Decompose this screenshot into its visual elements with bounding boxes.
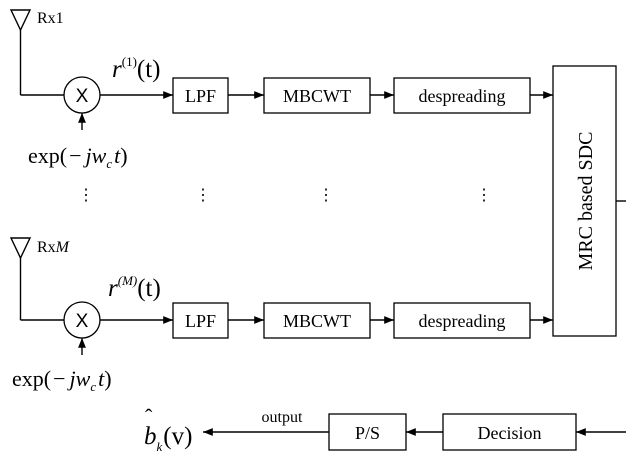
- lpf-m-label: LPF: [185, 311, 216, 331]
- mixer-1-symbol: X: [76, 86, 89, 107]
- antenna-m-icon: [9, 237, 64, 321]
- mixer-m: X: [63, 301, 101, 339]
- mbcwt-1-box: [263, 77, 371, 114]
- signal-1-label: r(1)(t): [112, 54, 161, 83]
- ellipsis-lpf: ⋮: [195, 187, 211, 204]
- signal-m-label: r(M)(t): [108, 273, 161, 302]
- oscillator-1-label: exp(−jwct): [28, 143, 128, 171]
- antenna-m-label: RxM: [37, 239, 71, 256]
- despreading-m-box: [393, 302, 531, 339]
- output-label: output: [262, 409, 303, 426]
- mixer-1: X: [63, 76, 101, 114]
- despreading-1-label: despreading: [419, 86, 506, 106]
- ellipsis-mbcwt: ⋮: [318, 187, 334, 204]
- lpf-1-label: LPF: [185, 86, 216, 106]
- lpf-m-box: [172, 302, 229, 339]
- mixer-m-symbol: X: [76, 311, 89, 332]
- ps-label: P/S: [355, 423, 380, 443]
- output-hat-icon: ˆ: [145, 404, 153, 429]
- despreading-1-box: [393, 77, 531, 114]
- mrc-sdc-label: MRC based SDC: [575, 132, 597, 271]
- oscillator-m-label: exp(−jwct): [12, 366, 112, 394]
- ellipsis-antenna: ⋮: [78, 187, 94, 204]
- mbcwt-1-label: MBCWT: [283, 86, 351, 106]
- mrc-sdc-box: [552, 65, 617, 337]
- ps-box: [328, 413, 407, 451]
- ellipsis-despreading: ⋮: [476, 187, 492, 204]
- antenna-1-icon: [9, 9, 64, 96]
- lpf-1-box: [172, 77, 229, 114]
- antenna-1-label: Rx1: [37, 10, 64, 27]
- despreading-m-label: despreading: [419, 311, 506, 331]
- mbcwt-m-label: MBCWT: [283, 311, 351, 331]
- decision-label: Decision: [478, 423, 542, 443]
- output-symbol: bk(v): [144, 423, 192, 454]
